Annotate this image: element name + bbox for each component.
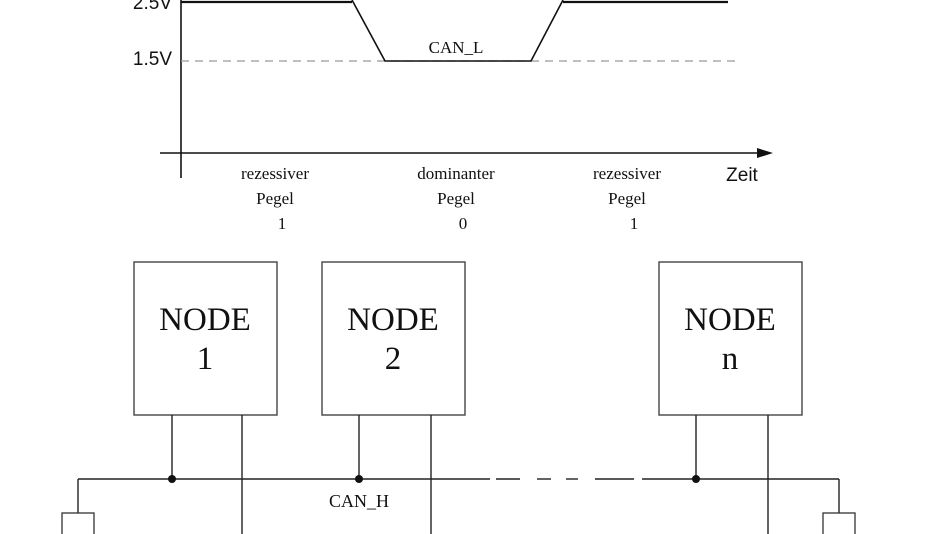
x-axis-label: Zeit	[726, 165, 758, 186]
y-label-low: 1.5V	[133, 49, 172, 70]
state-label-line2: Pegel	[437, 189, 475, 208]
state-label-line1: rezessiver	[593, 164, 661, 183]
node-box	[658, 261, 803, 416]
node-title: NODE	[347, 302, 439, 338]
signal-label: CAN_L	[429, 38, 484, 57]
junction-dot-node-1	[168, 475, 176, 483]
node-2: NODE 2	[321, 261, 466, 416]
termination-resistor-right	[822, 512, 856, 534]
signal-level-plot: 2.5V 1.5V CAN_L Zeit rezessiver Pegel 1 …	[133, 0, 773, 233]
state-label-bit: 1	[630, 214, 639, 233]
junction-dot-node-n	[692, 475, 700, 483]
can-h-bus-line	[77, 478, 840, 513]
bus-topology: NODE 1 NODE 2 NODE n	[61, 261, 856, 534]
state-label-line1: rezessiver	[241, 164, 309, 183]
node-number: 2	[385, 341, 402, 377]
termination-resistor-left	[61, 512, 95, 534]
state-label-bit: 1	[278, 214, 287, 233]
bus-junctions	[168, 475, 700, 483]
x-axis-arrowhead	[757, 148, 773, 158]
node-title: NODE	[684, 302, 776, 338]
node-number: n	[722, 341, 739, 377]
node-title: NODE	[159, 302, 251, 338]
node-n: NODE n	[658, 261, 803, 416]
state-label-dominant: dominanter Pegel 0	[417, 164, 495, 233]
y-label-high: 2.5V	[133, 0, 172, 14]
junction-dot-node-2	[355, 475, 363, 483]
state-label-recessive-1: rezessiver Pegel 1	[241, 164, 309, 233]
state-label-bit: 0	[459, 214, 468, 233]
bus-label: CAN_H	[329, 491, 389, 511]
state-label-line2: Pegel	[256, 189, 294, 208]
state-label-recessive-2: rezessiver Pegel 1	[593, 164, 661, 233]
node-box	[321, 261, 466, 416]
state-label-line2: Pegel	[608, 189, 646, 208]
node-box	[133, 261, 278, 416]
node-1: NODE 1	[133, 261, 278, 416]
node-number: 1	[197, 341, 214, 377]
can-l-waveform	[351, 0, 564, 62]
node-wires	[171, 415, 769, 534]
state-label-line1: dominanter	[417, 164, 495, 183]
